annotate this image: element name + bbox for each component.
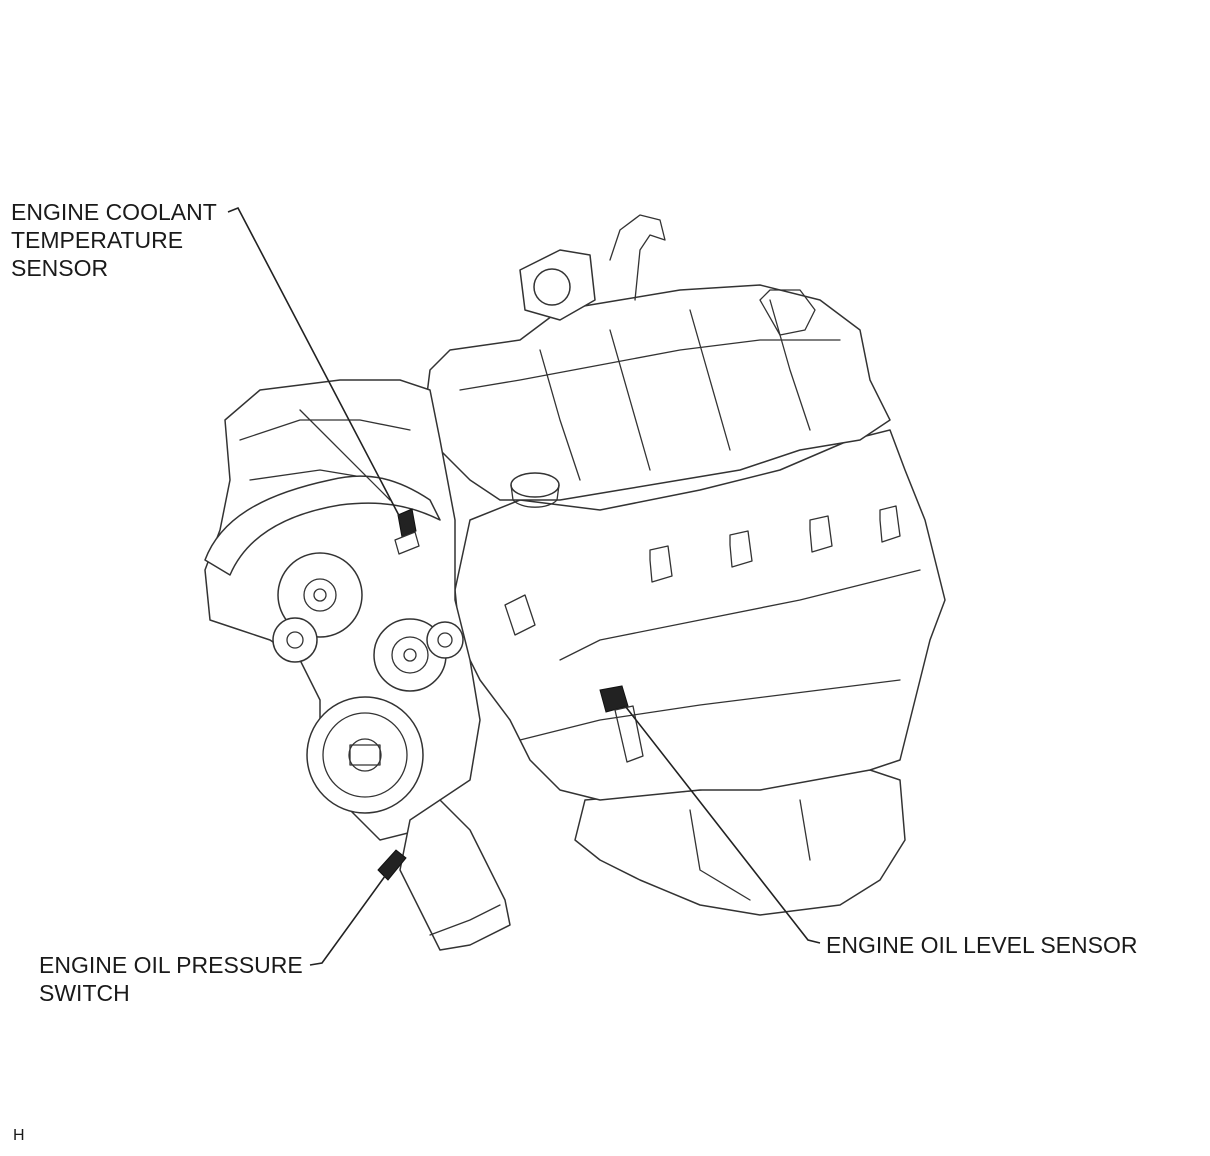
leader-oil-level-sensor	[621, 701, 821, 944]
engine-illustration	[204, 214, 946, 951]
oil-level-sensor-label-line1: ENGINE OIL LEVEL SENSOR	[826, 932, 1138, 958]
oil-pressure-switch-label: ENGINE OIL PRESSURE SWITCH	[39, 951, 303, 1007]
corner-code: H	[13, 1127, 25, 1144]
leader-coolant-sensor	[227, 206, 406, 528]
leader-lines	[227, 206, 821, 966]
oil-pressure-switch-label-line2: SWITCH	[39, 980, 130, 1006]
oil-level-sensor-label: ENGINE OIL LEVEL SENSOR	[826, 931, 1137, 959]
coolant-sensor-label-line2: TEMPERATURE	[11, 227, 184, 253]
coolant-sensor-label-line3: SENSOR	[11, 255, 109, 281]
oil-pressure-switch-label-line1: ENGINE OIL PRESSURE	[39, 952, 303, 978]
coolant-sensor-label-line1: ENGINE COOLANT	[11, 199, 217, 225]
leader-oil-pressure-switch	[309, 871, 389, 966]
coolant-sensor-label: ENGINE COOLANT TEMPERATURE SENSOR	[11, 198, 217, 282]
